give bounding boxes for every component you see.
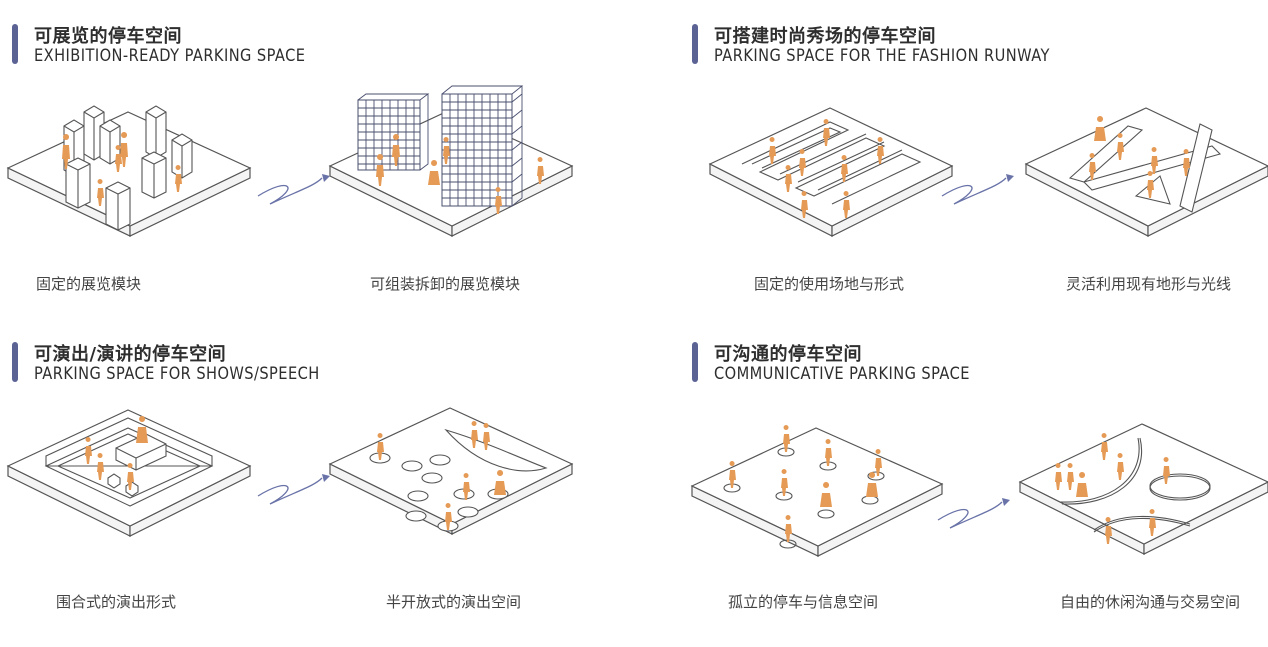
caption-right: 自由的休闲沟通与交易空间 bbox=[1060, 593, 1241, 611]
enclosed-stage-slab bbox=[6, 409, 252, 537]
exhibition-diagram bbox=[6, 85, 574, 237]
section-exhibition: 可展览的停车空间 EXHIBITION-READY PARKING SPACE bbox=[0, 0, 634, 323]
section-title-zh: 可演出/演讲的停车空间 bbox=[34, 344, 227, 365]
section-communicative: 可沟通的停车空间 COMMUNICATIVE PARKING SPACE bbox=[680, 318, 1268, 641]
caption-right: 可组装拆卸的展览模块 bbox=[370, 275, 521, 293]
accent-bar bbox=[12, 342, 18, 382]
fixed-runway-slab bbox=[708, 107, 954, 237]
section-title-en: PARKING SPACE FOR THE FASHION RUNWAY bbox=[714, 46, 1050, 66]
flexible-runway-slab bbox=[1024, 107, 1268, 237]
fixed-exhibit-block bbox=[105, 181, 131, 231]
isolated-parking-slab bbox=[690, 427, 944, 557]
squiggle-arrow-icon bbox=[257, 474, 330, 505]
fixed-exhibit-block bbox=[171, 133, 193, 179]
accent-bar bbox=[692, 24, 698, 64]
section-title-en: EXHIBITION-READY PARKING SPACE bbox=[34, 46, 306, 66]
accent-bar bbox=[12, 24, 18, 64]
person-figure-icon bbox=[729, 425, 1170, 544]
section-title-zh: 可搭建时尚秀场的停车空间 bbox=[714, 26, 936, 47]
fixed-exhibit-block bbox=[65, 157, 91, 209]
person-figure-icon bbox=[85, 416, 506, 530]
accent-bar bbox=[692, 342, 698, 382]
fixed-exhibit-block bbox=[141, 151, 167, 199]
caption-right: 半开放式的演出空间 bbox=[386, 593, 522, 611]
open-communication-slab bbox=[1018, 423, 1268, 555]
squiggle-arrow-icon bbox=[257, 174, 330, 205]
caption-left: 固定的使用场地与形式 bbox=[754, 275, 905, 293]
person-figure-icon bbox=[62, 132, 544, 214]
shows-diagram bbox=[6, 407, 574, 537]
caption-left: 固定的展览模块 bbox=[36, 275, 142, 293]
section-title-en: PARKING SPACE FOR SHOWS/SPEECH bbox=[34, 364, 320, 384]
squiggle-arrow-icon bbox=[941, 174, 1014, 205]
section-shows-speech: 可演出/演讲的停车空间 PARKING SPACE FOR SHOWS/SPEE… bbox=[0, 318, 634, 641]
communicative-diagram bbox=[690, 423, 1268, 557]
caption-right: 灵活利用现有地形与光线 bbox=[1066, 275, 1232, 293]
runway-diagram bbox=[708, 107, 1268, 237]
fixed-exhibit-slab bbox=[6, 105, 252, 237]
fixed-exhibit-block bbox=[145, 105, 167, 159]
section-title-zh: 可沟通的停车空间 bbox=[714, 344, 862, 365]
section-title-zh: 可展览的停车空间 bbox=[34, 26, 182, 47]
section-fashion-runway: 可搭建时尚秀场的停车空间 PARKING SPACE FOR THE FASHI… bbox=[680, 0, 1268, 323]
caption-left: 围合式的演出形式 bbox=[56, 593, 177, 611]
scaffold-module bbox=[357, 93, 430, 171]
section-title-en: COMMUNICATIVE PARKING SPACE bbox=[714, 364, 970, 384]
caption-left: 孤立的停车与信息空间 bbox=[728, 593, 879, 611]
scaffold-module bbox=[441, 85, 524, 207]
squiggle-arrow-icon bbox=[937, 498, 1010, 529]
person-figure-icon bbox=[769, 116, 1190, 218]
modular-exhibit-slab bbox=[328, 85, 574, 237]
